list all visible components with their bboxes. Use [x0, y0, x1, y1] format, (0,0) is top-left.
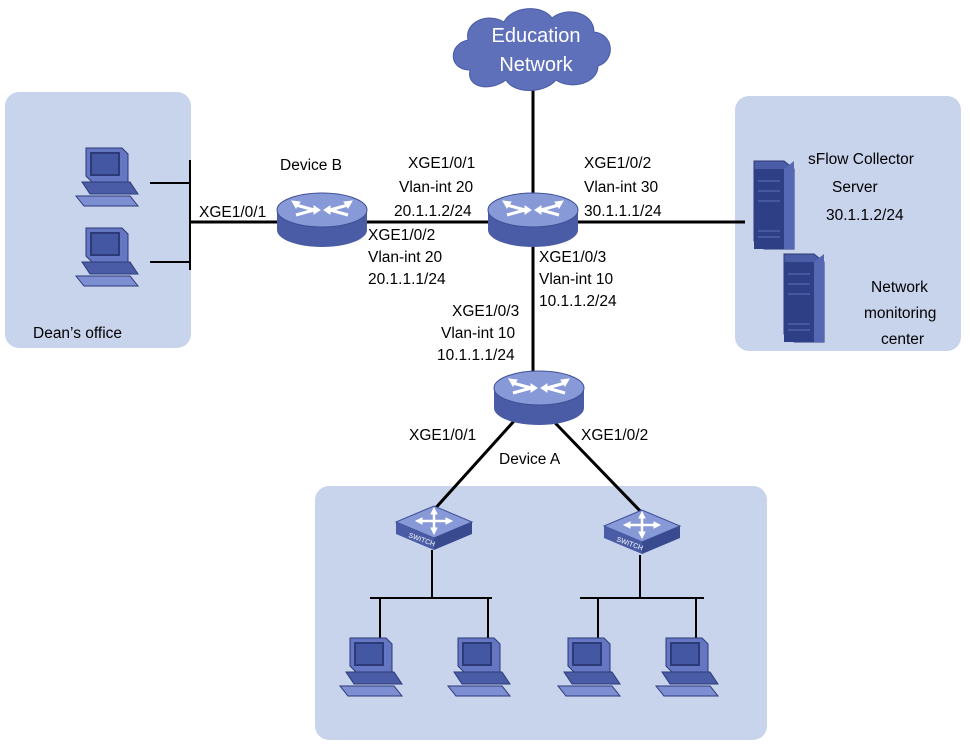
vlan-label: Vlan-int 30 — [584, 179, 658, 196]
port-label: XGE1/0/3 — [539, 249, 606, 266]
port-label: XGE1/0/2 — [584, 155, 651, 172]
port-label: XGE1/0/1 — [408, 155, 475, 172]
ip-label: 10.1.1.2/24 — [539, 293, 617, 310]
cloud-label-line1: Education — [492, 25, 581, 47]
deans-office-area — [5, 92, 191, 348]
cloud-icon — [452, 8, 611, 91]
ip-label: 30.1.1.1/24 — [584, 203, 662, 220]
ip-label: 20.1.1.2/24 — [394, 203, 472, 220]
sflow-label-line1: sFlow Collector — [808, 151, 914, 168]
port-label: XGE1/0/2 — [368, 227, 435, 244]
router-icon[interactable] — [492, 369, 586, 427]
device-a-label: Device A — [499, 451, 561, 468]
device-b-label: Device B — [280, 157, 342, 174]
cloud-label-line2: Network — [499, 54, 573, 76]
ip-label: 20.1.1.1/24 — [368, 271, 446, 288]
port-label: XGE1/0/1 — [409, 427, 476, 444]
server-icon[interactable] — [753, 160, 795, 250]
campus-area — [315, 486, 767, 740]
vlan-label: Vlan-int 20 — [399, 179, 473, 196]
vlan-label: Vlan-int 10 — [441, 325, 515, 342]
vlan-label: Vlan-int 10 — [539, 271, 613, 288]
router-icon[interactable] — [275, 191, 369, 249]
nmc-label-line1: Network — [871, 279, 928, 296]
port-label: XGE1/0/3 — [452, 303, 519, 320]
port-label: XGE1/0/1 — [199, 204, 266, 221]
nmc-label-line2: monitoring — [864, 305, 936, 322]
vlan-label: Vlan-int 20 — [368, 249, 442, 266]
sflow-label-line2: Server — [832, 179, 878, 196]
lan-lines — [150, 160, 704, 645]
deans-office-label: Dean’s office — [33, 325, 122, 342]
sflow-ip: 30.1.1.2/24 — [826, 207, 904, 224]
router-icon[interactable] — [486, 191, 580, 249]
server-icon[interactable] — [783, 253, 825, 343]
port-label: XGE1/0/2 — [581, 427, 648, 444]
nmc-label-line3: center — [881, 331, 924, 348]
ip-label: 10.1.1.1/24 — [437, 347, 515, 364]
